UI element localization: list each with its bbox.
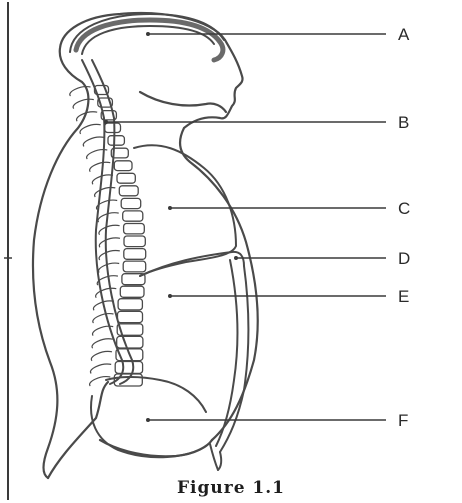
cranial-cavity xyxy=(70,14,224,60)
label-c: C xyxy=(398,199,410,218)
vertebra-body xyxy=(115,362,142,374)
vertebra-spinous-process xyxy=(99,225,120,234)
label-a: A xyxy=(398,25,410,44)
vertebra-spinous-process xyxy=(98,263,119,272)
label-e: E xyxy=(398,287,409,306)
vertebra-spinous-process xyxy=(73,99,94,108)
vertebra-spinous-process xyxy=(90,162,111,171)
vertebra-spinous-process xyxy=(96,288,117,297)
vertebral-column xyxy=(70,86,146,387)
label-b: B xyxy=(398,113,409,132)
vertebra-body xyxy=(105,123,121,132)
vertebra-body xyxy=(121,198,141,208)
vertebra-spinous-process xyxy=(99,238,120,247)
vertebra-body xyxy=(114,161,132,171)
vertebra-body xyxy=(117,173,135,183)
vertebra-body xyxy=(124,224,145,234)
leader-lines xyxy=(106,34,386,420)
vertebra-spinous-process xyxy=(83,137,104,146)
label-f: F xyxy=(398,411,408,430)
vertebra-body xyxy=(108,136,124,146)
label-d: D xyxy=(398,249,410,268)
vertebra-body xyxy=(118,299,142,310)
thoracic-cavity xyxy=(134,145,236,276)
vertebra-body xyxy=(124,249,146,260)
figure-caption: Figure 1.1 xyxy=(0,478,462,498)
vertebra-body xyxy=(123,261,146,272)
vertebra-body xyxy=(118,311,143,322)
vertebra-spinous-process xyxy=(90,364,111,373)
vertebra-spinous-process xyxy=(80,124,101,133)
vertebra-body xyxy=(124,236,145,247)
vertebra-body xyxy=(120,286,144,297)
vertebra-body xyxy=(117,336,143,348)
vertebra-spinous-process xyxy=(91,351,112,360)
vertebra-spinous-process xyxy=(92,339,113,348)
vertebra-spinous-process xyxy=(99,251,120,260)
vertebra-body xyxy=(123,211,143,221)
vertebra-spinous-process xyxy=(93,314,114,323)
vertebra-body xyxy=(119,186,138,196)
diaphragm xyxy=(140,252,244,276)
vertebra-spinous-process xyxy=(95,188,116,197)
